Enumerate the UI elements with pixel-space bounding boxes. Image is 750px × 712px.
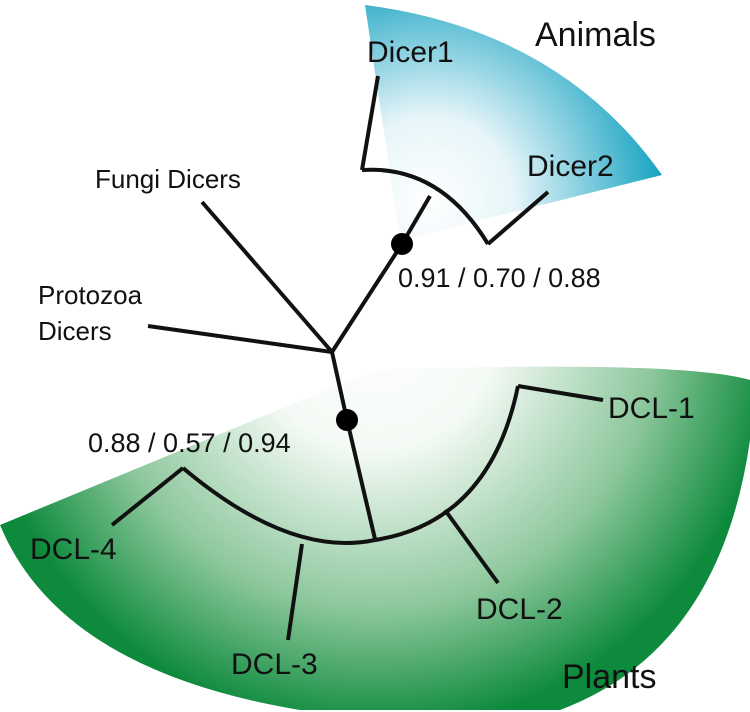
branch-dicer1: [360, 75, 380, 171]
animals-node-dot: [391, 233, 413, 255]
leaf-dcl1: DCL-1: [608, 392, 695, 425]
plants-label: Plants: [562, 658, 657, 696]
branch-dcl3: [286, 543, 304, 641]
animals-clade-wedge: [365, 5, 662, 240]
leaf-protozoa-line2: Dicers: [38, 316, 112, 346]
leaf-protozoa-line1: Protozoa: [38, 280, 143, 310]
support-value-animals: 0.91 / 0.70 / 0.88: [398, 263, 601, 293]
leaf-fungi-dicers: Fungi Dicers: [95, 164, 241, 194]
branch-dcl1: [517, 384, 604, 402]
support-value-plants: 0.88 / 0.57 / 0.94: [88, 428, 291, 458]
branch-dcl2: [443, 508, 500, 585]
branch-protozoa: [147, 324, 333, 354]
leaf-dicer1: Dicer1: [367, 36, 454, 69]
leaf-dcl2: DCL-2: [476, 593, 563, 626]
animals-arc: [361, 167, 490, 246]
plants-arc: [181, 385, 520, 545]
animals-label: Animals: [535, 16, 656, 54]
branch-fungi: [200, 200, 334, 354]
plants-node-dot: [336, 409, 358, 431]
leaf-dicer2: Dicer2: [527, 150, 614, 183]
leaf-dcl4: DCL-4: [30, 533, 117, 566]
branch-dcl4: [110, 466, 185, 527]
branch-dicer2: [486, 190, 550, 246]
leaf-dcl3: DCL-3: [231, 648, 318, 681]
